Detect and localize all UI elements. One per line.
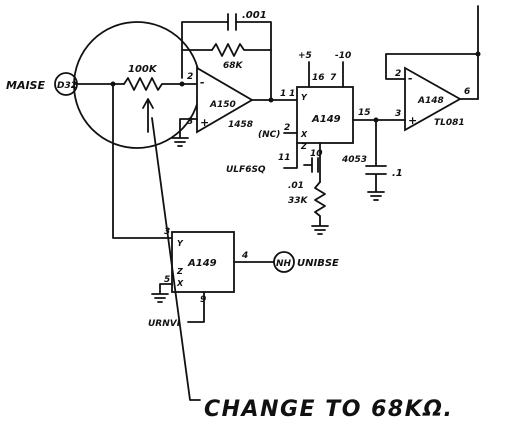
a150-minus: - bbox=[200, 76, 205, 89]
a149-bottom-y: Y bbox=[177, 239, 184, 248]
a149-top-y: Y bbox=[301, 93, 308, 102]
annotation-leader-line bbox=[151, 117, 201, 401]
wire-input-to-bottom-switch bbox=[112, 83, 173, 239]
enable-signal-label: ULF6SQ bbox=[226, 165, 266, 175]
control-signal-label: URNVI bbox=[148, 319, 181, 329]
a148-pin-inv: 2 bbox=[395, 69, 401, 79]
wire-a149-enable bbox=[283, 142, 298, 169]
resistor-feedback-label: 68K bbox=[223, 61, 244, 71]
capacitor-output-label: .1 bbox=[392, 168, 403, 179]
a148-minus: - bbox=[408, 72, 413, 85]
a149-top-nc: (NC) bbox=[258, 130, 280, 140]
wire-feedback-top-right bbox=[235, 21, 272, 99]
wire-a148-feedback bbox=[385, 53, 479, 100]
a150-ref: A150 bbox=[209, 100, 236, 110]
a149-top-pin15: 15 bbox=[358, 108, 371, 118]
annotation-text: CHANGE TO 68KΩ. bbox=[204, 397, 453, 422]
a148-pin-out: 6 bbox=[464, 87, 470, 97]
a149-top-pin16: 16 bbox=[312, 73, 325, 83]
input-signal-label: MAISE bbox=[6, 79, 45, 92]
output-connector[interactable] bbox=[273, 251, 295, 273]
a148-plus: + bbox=[408, 114, 417, 127]
supply-pos-label: +5 bbox=[298, 51, 312, 61]
a149-top-z: Z bbox=[300, 142, 307, 151]
a149-top-pin7: 7 bbox=[330, 73, 337, 83]
resistor-feedback[interactable] bbox=[211, 43, 272, 57]
a149-top-pin2: 2 bbox=[284, 123, 290, 133]
a149-bottom-x: X bbox=[176, 279, 184, 288]
capacitor-feedback[interactable] bbox=[227, 13, 237, 31]
output-signal-label: UNIBSE bbox=[297, 258, 339, 269]
output-connector-tag: NH bbox=[276, 259, 292, 269]
switch-a149-top[interactable] bbox=[296, 86, 354, 144]
a149-bottom-z: Z bbox=[176, 267, 183, 276]
opamp-a148[interactable] bbox=[404, 66, 462, 132]
resistor-bias[interactable] bbox=[311, 181, 329, 235]
a149-top-part: 4053 bbox=[341, 155, 367, 165]
switch-a149-bottom[interactable] bbox=[171, 231, 235, 293]
a148-ref: A148 bbox=[417, 96, 444, 106]
a149-top-ref: A149 bbox=[311, 114, 341, 125]
a149-top-pin11: 11 bbox=[278, 153, 291, 163]
capacitor-small[interactable] bbox=[303, 157, 319, 173]
a149-top-pin1: 1 bbox=[289, 89, 295, 99]
a149-bottom-pin4: 4 bbox=[241, 251, 248, 261]
supply-neg-label: -10 bbox=[335, 51, 351, 61]
junction-a150-out bbox=[268, 97, 274, 103]
input-connector-tag: D32 bbox=[57, 81, 77, 91]
a148-pin-noninv: 3 bbox=[395, 109, 401, 119]
wire-a150-noninv-ground bbox=[171, 118, 198, 147]
a150-pin-out: 1 bbox=[280, 89, 286, 99]
capacitor-output[interactable] bbox=[365, 119, 387, 201]
junction-sum bbox=[179, 81, 185, 87]
a150-pin-noninv: 3 bbox=[187, 117, 193, 127]
opamp-a150[interactable] bbox=[196, 66, 254, 134]
capacitor-feedback-label: .001 bbox=[242, 10, 267, 21]
a149-bottom-pin5: 5 bbox=[164, 275, 170, 285]
a150-part: 1458 bbox=[228, 120, 253, 130]
a149-top-pin10: 10 bbox=[310, 149, 323, 159]
resistor-bias-label: 33K bbox=[288, 196, 309, 206]
wire-a149-bottom-ground bbox=[151, 283, 173, 303]
wire-feedback-top bbox=[181, 21, 229, 79]
a149-top-x: X bbox=[300, 130, 308, 139]
resistor-input[interactable] bbox=[123, 77, 183, 91]
wire-a149-bottom-control bbox=[187, 291, 205, 323]
a150-plus: + bbox=[200, 116, 209, 129]
capacitor-small-label: .01 bbox=[288, 181, 304, 191]
a150-pin-inv: 2 bbox=[187, 72, 193, 82]
resistor-input-label: 100K bbox=[128, 64, 158, 75]
resistor-arrow bbox=[142, 98, 154, 133]
a149-bottom-ref: A149 bbox=[187, 258, 217, 269]
a148-part: TL081 bbox=[434, 118, 465, 128]
